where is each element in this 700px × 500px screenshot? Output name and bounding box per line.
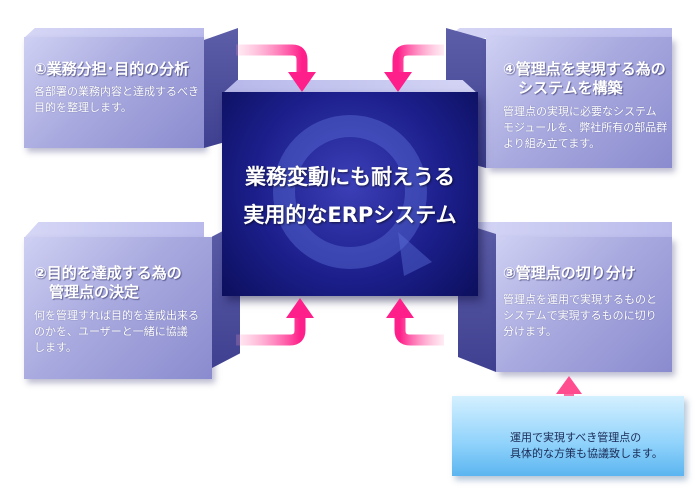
step4-title: ④管理点を実現する為の システムを構築	[503, 60, 666, 97]
arrow-step1-to-center	[236, 44, 316, 92]
step1-title: ①業務分担･目的の分析	[34, 60, 190, 78]
center-box	[222, 92, 478, 296]
center-title-line2: 実用的なERPシステム	[243, 203, 457, 227]
step2-description: 何を管理すれば目的を達成出来る のかを、ユーザーと一緒に協議 します。	[34, 309, 199, 354]
note-text: 運用で実現すべき管理点の 具体的な方策も協議致します。	[510, 431, 663, 460]
arrow-step2-to-center	[236, 298, 314, 346]
arrow-center-to-step4	[384, 44, 444, 92]
center-title-line1: 業務変動にも耐えうる	[245, 165, 455, 189]
step4-description: 管理点の実現に必要なシステム モジュールを、弊社所有の部品群 より組み立てます。	[503, 105, 668, 150]
arrow-step3-to-center	[386, 298, 444, 346]
step3-title: ③管理点の切り分け	[503, 264, 636, 282]
note-box	[452, 396, 684, 476]
center-box-top	[222, 80, 478, 94]
step3-description: 管理点を運用で実現するものと システムで実現するものに切り 分けます。	[503, 293, 657, 338]
step1-description: 各部署の業務内容と達成するべき 目的を整理します。	[34, 85, 199, 114]
center-title: 業務変動にも耐えうる 実用的なERPシステム	[222, 158, 478, 234]
step2-title: ②目的を達成する為の 管理点の決定	[34, 264, 182, 301]
